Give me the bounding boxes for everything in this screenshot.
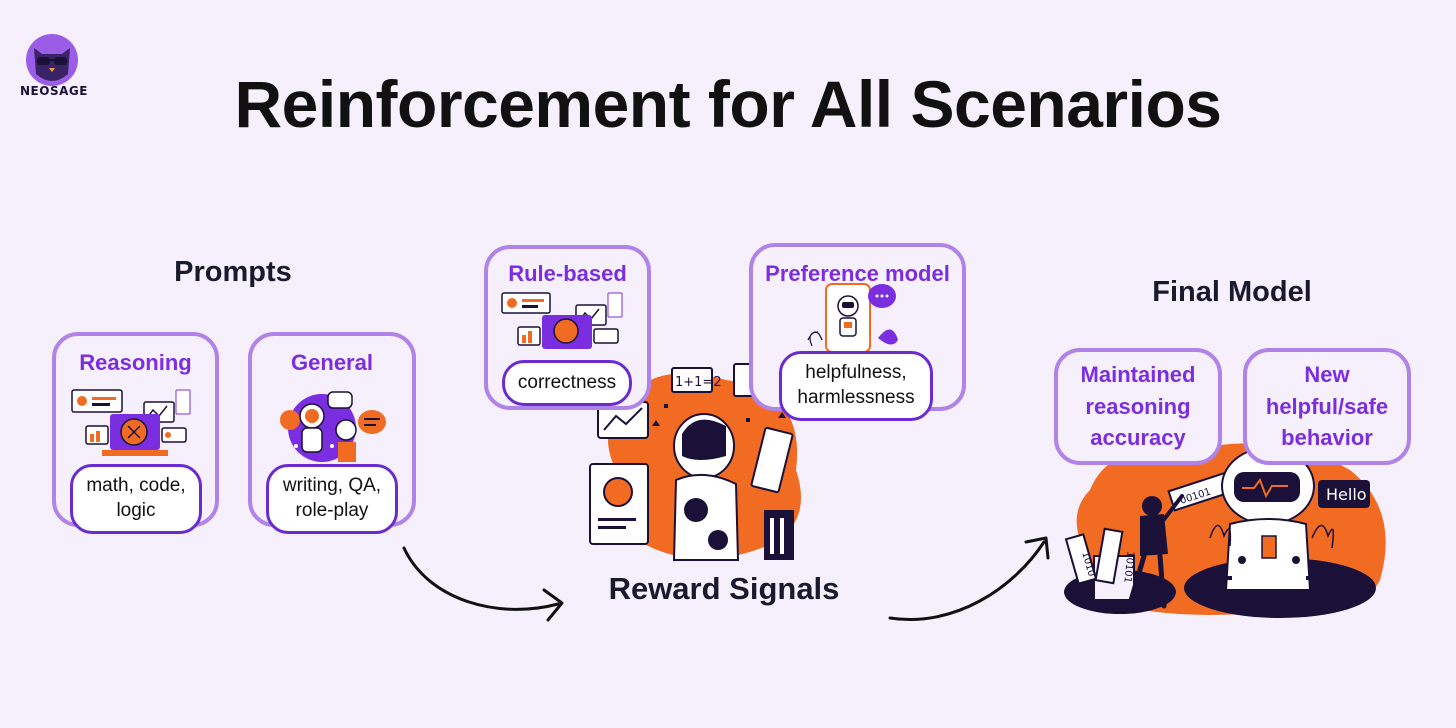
hello-speech-bubble-text: Hello [1326,485,1367,504]
rule-based-card-title: Rule-based [508,261,627,286]
maintained-accuracy-card-title: Maintained reasoning accuracy [1080,361,1196,451]
ai-robot-reward-illustration-icon: 1+1=2 [589,363,801,561]
arrow-to-final-icon [888,536,1050,621]
rule-based-examples-pill: correctness [502,360,632,406]
final-model-heading: Final Model [1152,276,1312,308]
preference-model-examples-pill: helpfulness, harmlessness [779,351,933,421]
neosage-owl-logo [26,34,78,86]
rule-based-dashboard-icon [501,292,623,349]
maintained-accuracy-card: Maintained reasoning accuracy [1054,348,1222,465]
robot-human-final-illustration-icon: 1010 10101 00101 Hello [1064,443,1386,618]
reasoning-examples-pill: math, code, logic [70,464,202,534]
prompts-heading: Prompts [174,256,292,288]
general-examples-pill: writing, QA, role-play [266,464,398,534]
robot-phone-illustration-icon [807,283,898,353]
dashboard-illustration-icon [71,389,191,456]
general-card-title: General [291,350,373,375]
brand-logo-text: NEOSAGE [20,84,88,98]
reasoning-card-title: Reasoning [79,350,192,375]
new-behavior-card: New helpful/safe behavior [1243,348,1411,465]
astronaut-chat-illustration-icon [280,391,386,462]
reward-signals-heading: Reward Signals [608,571,840,606]
tape-text-2: 10101 [1121,551,1135,584]
arrow-to-reward-icon [402,546,564,622]
new-behavior-card-title: New helpful/safe behavior [1265,361,1389,451]
preference-model-card-title: Preference model [765,261,950,286]
equation-text: 1+1=2 [675,375,722,390]
page-title: Reinforcement for All Scenarios [234,67,1222,141]
